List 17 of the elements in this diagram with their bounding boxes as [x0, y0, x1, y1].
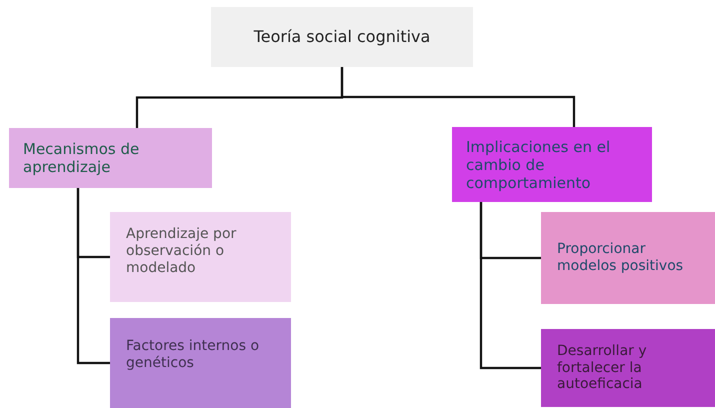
topic-text: Implicaciones en el cambio de comportamiento: [466, 138, 612, 192]
topic-box: [541, 212, 715, 304]
connector-line: [480, 202, 541, 370]
topic-box: [541, 329, 715, 407]
topic-box: [110, 318, 291, 408]
topic-text: Factores internos o genéticos: [126, 338, 260, 372]
topic-box: [211, 7, 473, 67]
topic-text: Teoría social cognitiva: [254, 27, 430, 47]
topic-box: [9, 128, 212, 188]
topic-text: Aprendizaje por observación o modelado: [126, 226, 238, 276]
connector-line: [340, 67, 576, 127]
topic-text: Mecanismos de aprendizaje: [23, 140, 140, 176]
topic-box: [110, 212, 291, 302]
topic-text: Proporcionar modelos positivos: [557, 241, 684, 275]
connector-line: [76, 188, 110, 364]
topic-box: [452, 127, 652, 202]
topic-text: Desarrollar y fortalecer la autoeficacia: [557, 342, 648, 394]
